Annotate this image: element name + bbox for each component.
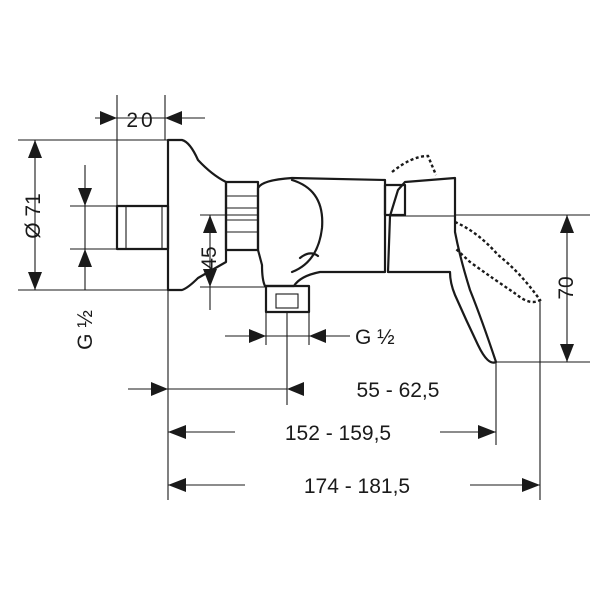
arrow-152-right bbox=[478, 425, 496, 439]
mixer-body-outline bbox=[115, 138, 542, 364]
label-g-half-outlet: G ½ bbox=[355, 326, 395, 349]
lever-handle bbox=[386, 176, 498, 364]
dimension-lines bbox=[28, 111, 574, 492]
arrow-71-top bbox=[28, 140, 42, 158]
label-70: 70 bbox=[555, 276, 578, 299]
label-g-half-left: G ½ bbox=[74, 310, 97, 350]
arrow-70-top bbox=[560, 215, 574, 233]
label-152-159-5: 152 - 159,5 bbox=[285, 422, 391, 445]
arrow-70-bottom bbox=[560, 344, 574, 362]
arrow-g-left-bottom bbox=[78, 249, 92, 267]
arrow-55-right bbox=[287, 382, 304, 396]
arrow-55-left bbox=[151, 382, 168, 396]
label-45: 45 bbox=[198, 246, 221, 269]
inlet-stub bbox=[115, 204, 170, 251]
arrow-g-left-top bbox=[78, 188, 92, 206]
label-174-181-5: 174 - 181,5 bbox=[304, 475, 410, 498]
wall-flange bbox=[166, 138, 228, 292]
arrow-20-right bbox=[165, 111, 182, 125]
arrow-g-outlet-right bbox=[309, 329, 326, 343]
arrow-174-left bbox=[168, 478, 186, 492]
arrow-45-bottom bbox=[203, 269, 217, 287]
arrow-g-outlet-left bbox=[249, 329, 266, 343]
label-55-62-5: 55 - 62,5 bbox=[357, 379, 440, 402]
extension-lines bbox=[18, 95, 590, 500]
coupling-nut bbox=[224, 180, 260, 252]
label-20: 20 bbox=[126, 109, 155, 132]
arrow-45-top bbox=[203, 215, 217, 233]
arrow-152-left bbox=[168, 425, 186, 439]
label-diameter-71: Ø 71 bbox=[22, 193, 45, 239]
arrow-174-right bbox=[522, 478, 540, 492]
mixer-body bbox=[256, 176, 387, 288]
dimension-labels: 20 Ø 71 G ½ 45 G ½ 70 55 - 62,5 152 - 15… bbox=[22, 109, 578, 498]
arrow-20-left bbox=[100, 111, 117, 125]
arrow-71-bottom bbox=[28, 272, 42, 290]
cartridge-cap bbox=[383, 183, 407, 217]
